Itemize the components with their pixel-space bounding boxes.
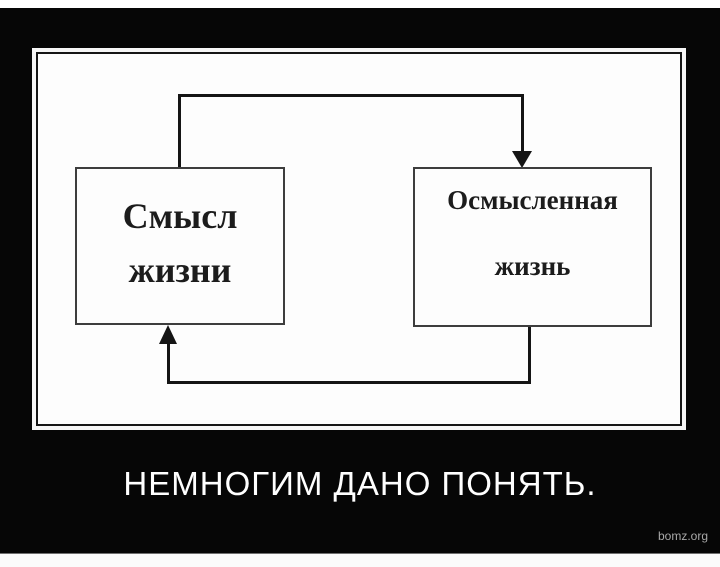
connector-top-left-vertical-line	[178, 94, 181, 167]
connector-bottom-right-vertical-line	[528, 327, 531, 384]
right-box-meaningful-life: Осмысленная жизнь	[413, 167, 652, 327]
poster-black-area: Смысл жизни Осмысленная жизнь НЕМНОГИМ Д…	[0, 8, 720, 553]
watermark-text: bomz.org	[657, 529, 708, 543]
connector-bottom-left-vertical-line	[167, 342, 170, 384]
right-box-line2: жизнь	[494, 251, 571, 281]
top-margin-strip	[0, 0, 720, 8]
left-box-line2: жизни	[128, 250, 232, 290]
left-box-line1: Смысл	[122, 196, 238, 236]
up-arrowhead-icon	[159, 325, 177, 344]
connector-top-horizontal-line	[178, 94, 524, 97]
poster-caption: НЕМНОГИМ ДАНО ПОНЯТЬ.	[123, 465, 597, 502]
connector-top-right-vertical-line	[521, 94, 524, 154]
down-arrowhead-icon	[512, 151, 532, 168]
diagram-panel: Смысл жизни Осмысленная жизнь	[36, 52, 682, 426]
connector-bottom-horizontal-line	[167, 381, 531, 384]
bottom-margin-strip	[0, 553, 720, 567]
right-box-line1: Осмысленная	[447, 185, 618, 215]
left-box-meaning-of-life: Смысл жизни	[75, 167, 285, 325]
